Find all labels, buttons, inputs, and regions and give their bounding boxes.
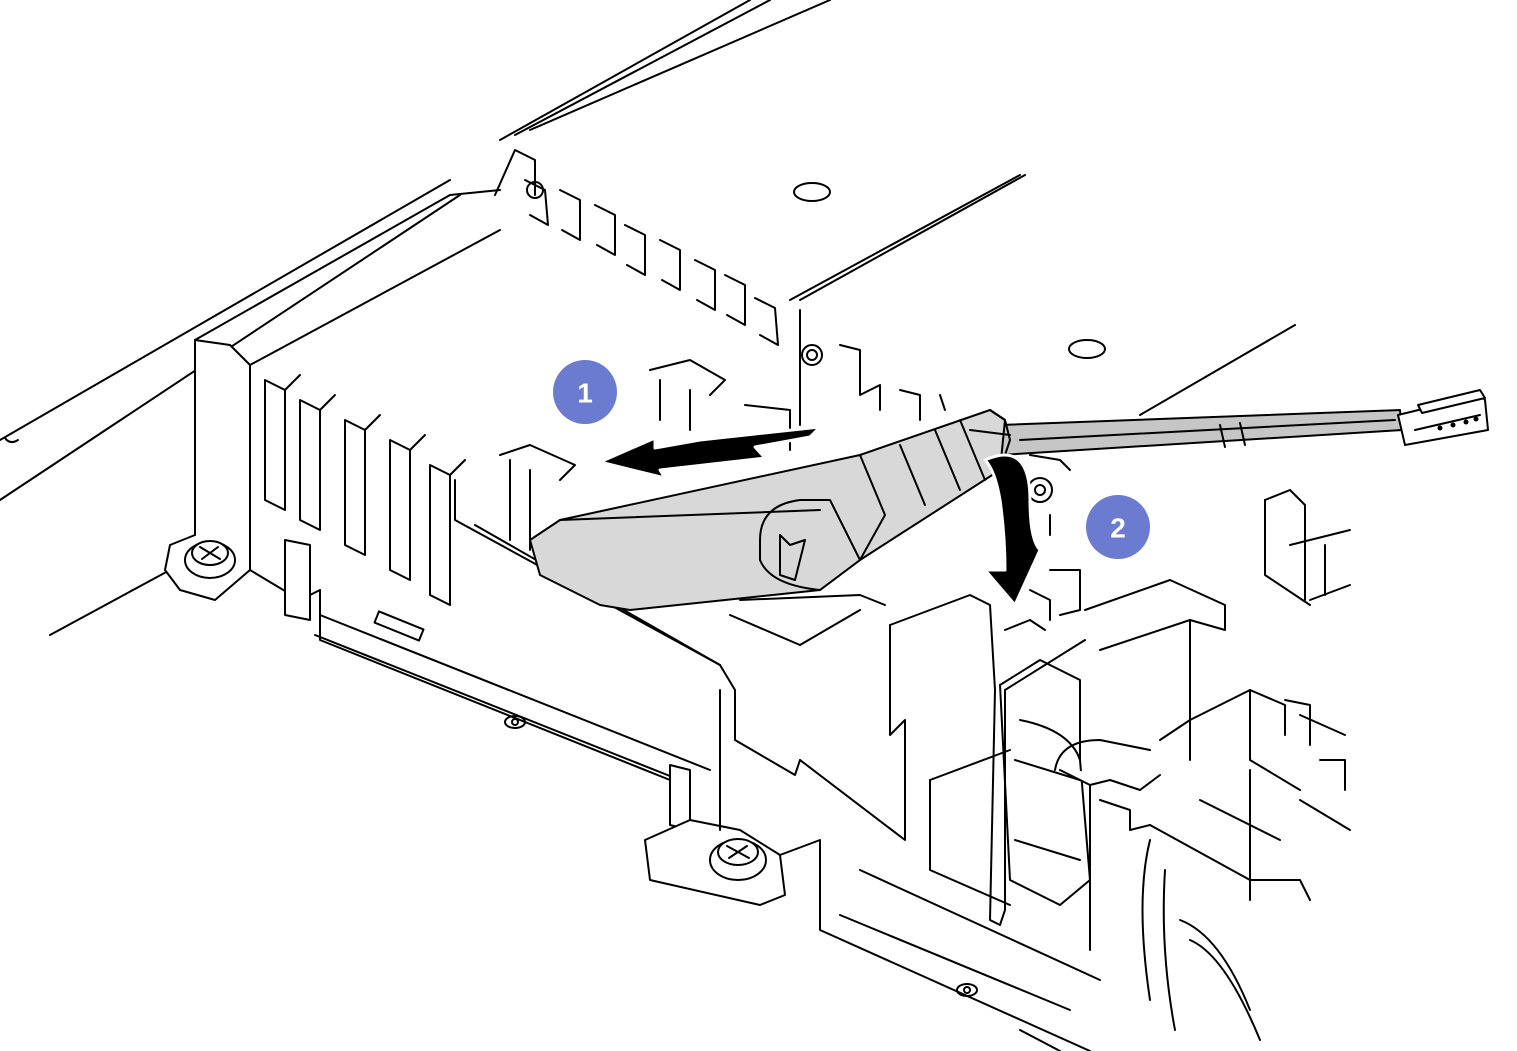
callout-2-label: 2 xyxy=(1110,513,1126,544)
top-plate xyxy=(789,174,1106,359)
fan-assembly xyxy=(929,579,1351,1041)
baffle-fins-upper xyxy=(494,149,823,366)
left-bracket xyxy=(164,189,501,606)
callout-1-label: 1 xyxy=(577,378,593,409)
callout-2: 2 xyxy=(1086,495,1150,559)
raid-battery xyxy=(529,409,1011,611)
arrow-rotate-down-icon xyxy=(983,453,1042,607)
callout-2-circle xyxy=(1086,495,1150,559)
right-clips xyxy=(1027,454,1351,606)
callout-1: 1 xyxy=(553,360,617,424)
lower-bracket xyxy=(249,479,1101,1051)
battery-connector xyxy=(1397,389,1489,446)
arrow-slide-left-icon xyxy=(598,425,822,480)
chassis-rails xyxy=(0,0,1296,636)
callout-1-circle xyxy=(553,360,617,424)
battery-cable xyxy=(999,409,1403,456)
